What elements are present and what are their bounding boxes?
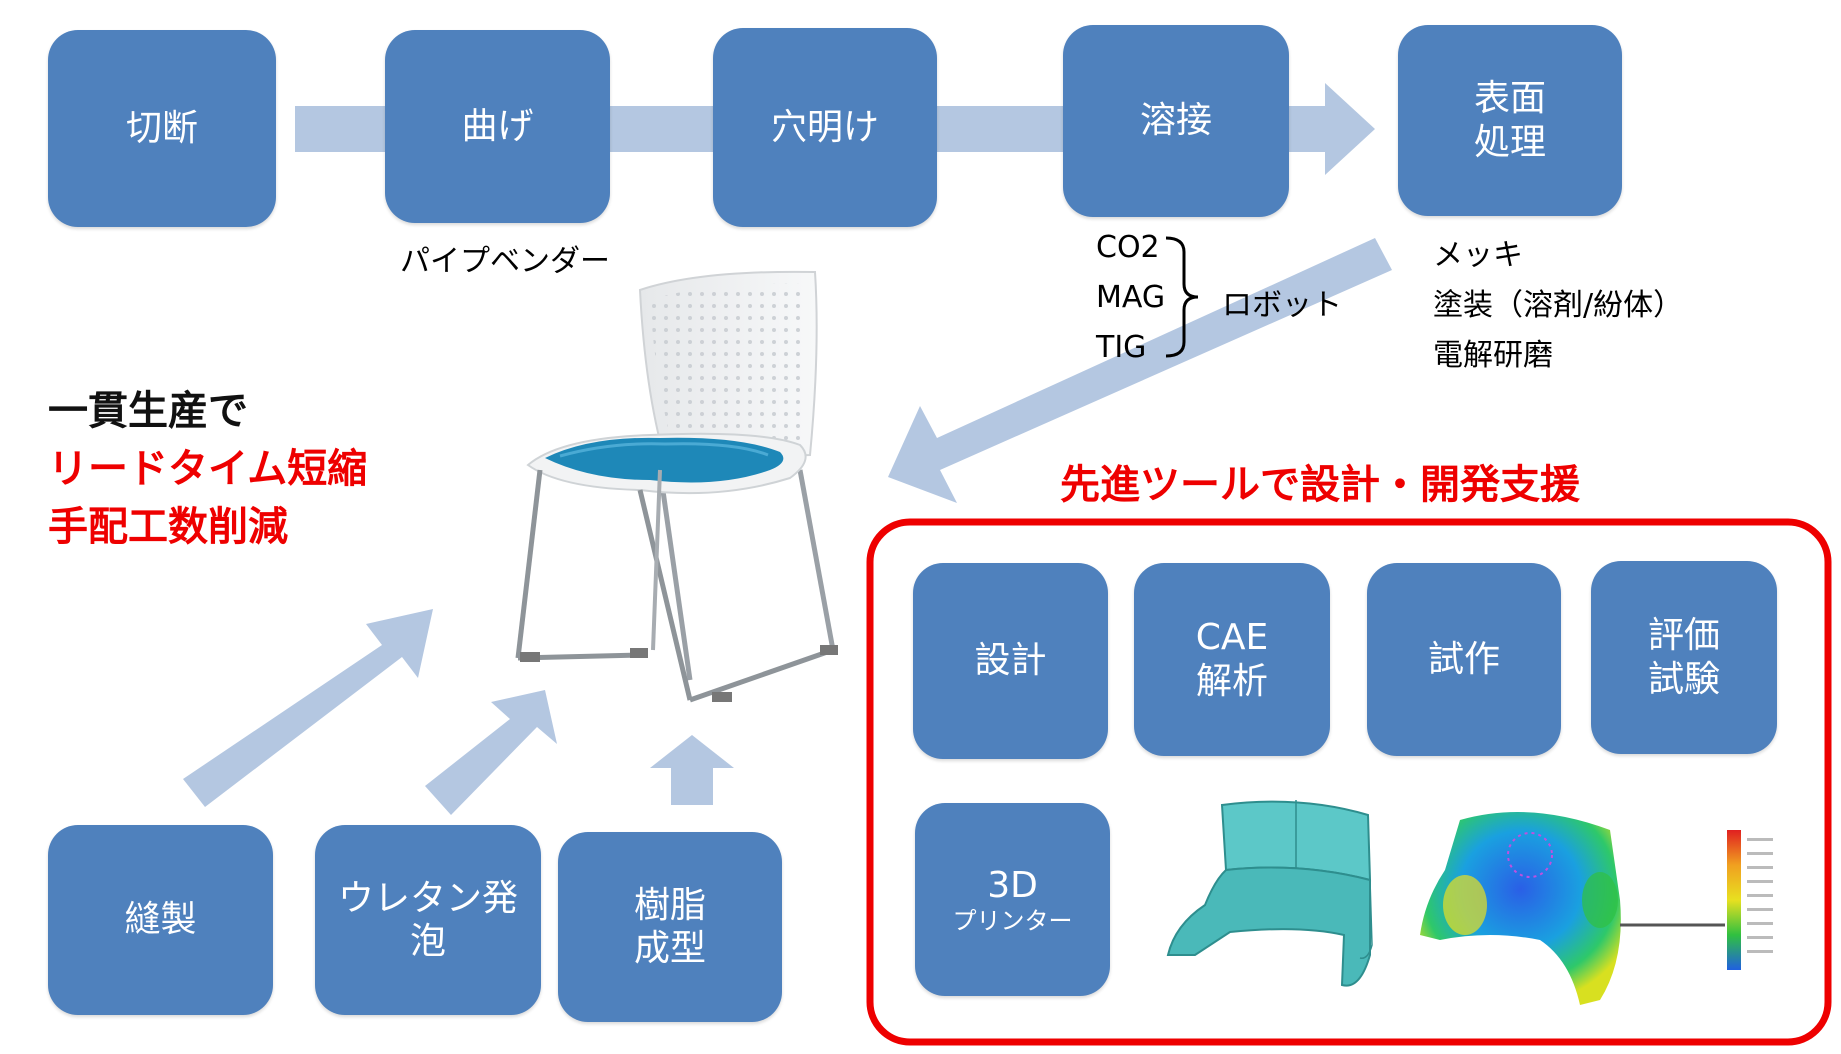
integrated-line2: リードタイム短縮 [48,446,368,492]
dev-support-frame [866,518,1832,1046]
surface-note-painting: 塗装（溶剤/紛体） [1433,288,1684,323]
process-cutting: 切断 [48,30,276,227]
welding-note-robot: ロボット [1222,288,1342,323]
support-title: 先進ツールで設計・開発支援 [1060,462,1580,508]
process-drilling-label: 穴明け [770,106,879,148]
tool-3d-printer: 3D プリンター [915,803,1110,996]
process-cutting-label: 切断 [125,107,198,149]
process-urethan-line2: 泡 [409,921,446,962]
process-surface-line2: 処理 [1473,121,1546,163]
tool-3d-printer-line1: 3D [987,864,1038,906]
tool-evaluation-line1: 評価 [1647,615,1720,657]
tool-design: 設計 [913,563,1108,759]
arrow-cutting-bending [295,106,385,152]
process-resin-line1: 樹脂 [633,884,706,926]
brace-icon [1165,236,1199,358]
chair-back-3d-model-icon [1166,800,1373,987]
integrated-line1: 一貫生産で [48,388,248,434]
process-sewing: 縫製 [48,825,273,1015]
bending-note: パイプベンダー [400,244,610,279]
arrow-bending-drilling [605,106,715,152]
process-sewing-label: 縫製 [124,899,197,941]
arrow-surface-to-chair [888,238,1392,503]
process-surface: 表面 処理 [1398,25,1622,216]
tool-evaluation: 評価 試験 [1591,561,1777,754]
process-urethan-line1: ウレタン発 [337,877,518,919]
tool-cae-line2: 解析 [1195,660,1268,702]
tool-design-label: 設計 [974,640,1047,682]
process-resin: 樹脂 成型 [558,832,782,1022]
integrated-line3: 手配工数削減 [48,504,288,550]
process-surface-line1: 表面 [1473,78,1546,120]
process-urethan: ウレタン発 泡 [315,825,541,1015]
process-welding-label: 溶接 [1139,100,1212,142]
tool-prototype-label: 試作 [1427,638,1500,680]
tool-3d-printer-line2: プリンター [952,906,1073,935]
process-bending: 曲げ [385,30,610,223]
process-drilling: 穴明け [713,28,937,227]
welding-note-tig: TIG [1096,330,1147,365]
stress-contour-plot-icon [1420,812,1773,1005]
tool-cae: CAE 解析 [1134,563,1330,756]
surface-note-polishing: 電解研磨 [1433,338,1553,373]
process-bending-label: 曲げ [461,105,534,147]
tool-cae-line1: CAE [1195,617,1269,659]
process-welding: 溶接 [1063,25,1289,217]
tool-prototype: 試作 [1367,563,1561,756]
arrow-drilling-welding [930,106,1065,152]
arrow-urethan-to-chair [425,690,557,815]
tool-evaluation-line2: 試験 [1647,658,1720,700]
welding-note-co2: CO2 [1096,230,1160,265]
arrow-sewing-to-chair [183,609,433,807]
arrow-welding-surface [1287,83,1375,175]
arrow-resin-to-chair [650,735,734,805]
stacking-chair-icon [515,270,838,703]
process-resin-line2: 成型 [633,928,706,969]
surface-note-plating: メッキ [1433,238,1523,273]
welding-note-mag: MAG [1096,280,1166,315]
